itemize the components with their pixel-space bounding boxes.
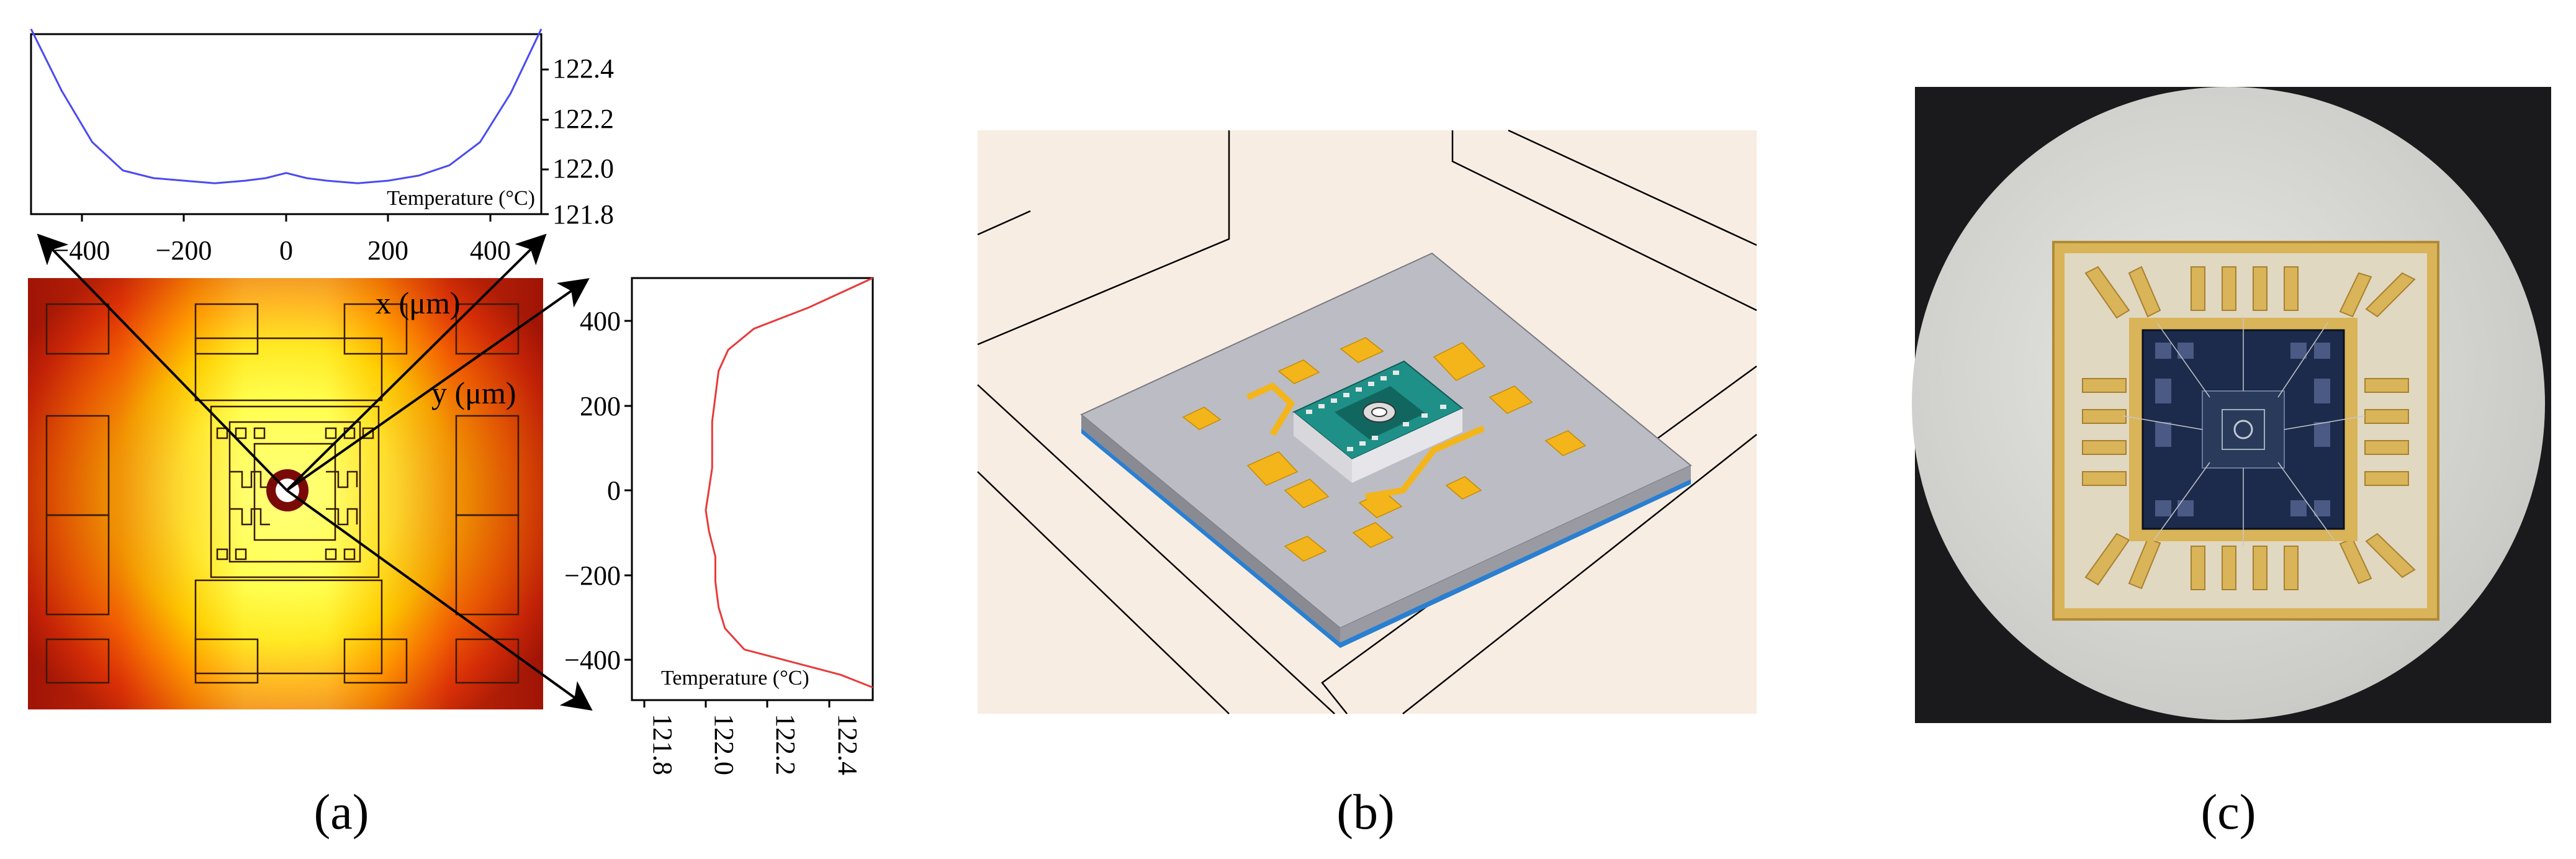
right-plot-frame — [631, 277, 874, 701]
top-plot-ylabel: Temperature (°C) — [387, 187, 535, 210]
right-plot-xtick: 122.0 — [709, 714, 739, 775]
gold-pads — [1182, 337, 1587, 562]
panel-a-label: (a) — [314, 785, 369, 840]
top-plot-ytick: 122.2 — [552, 104, 614, 134]
right-plot-xaxis: 121.8 122.0 122.2 122.4 — [643, 700, 863, 775]
top-plot-xtick: 200 — [367, 235, 408, 266]
map-y-label: y (μm) — [431, 376, 516, 410]
top-plot-xtick: −200 — [156, 235, 212, 266]
top-plot-xtick: 400 — [470, 235, 511, 266]
right-plot-xtick: 122.4 — [832, 714, 863, 775]
right-plot-curve — [705, 277, 873, 688]
right-plot-xtick: 122.2 — [770, 714, 801, 775]
sensor-die — [2122, 317, 2366, 546]
right-plot-ytick: 0 — [607, 475, 621, 506]
right-plot-xlabel: Temperature (°C) — [661, 667, 809, 690]
top-plot: Temperature (°C) 122.4 122.2 122.0 121.8… — [30, 29, 614, 266]
right-plot-ytick: 400 — [580, 306, 621, 336]
panel-b: (b) — [977, 129, 1757, 840]
heat-map: x (μm) y (μm) — [28, 233, 593, 711]
top-plot-yaxis: 122.4 122.2 122.0 121.8 — [541, 53, 614, 230]
map-arrows — [37, 233, 593, 711]
device-outline — [45, 303, 520, 684]
top-plot-xaxis: −400 −200 0 200 400 — [54, 214, 511, 266]
top-plot-xtick: 0 — [279, 235, 293, 266]
map-x-label: x (μm) — [376, 286, 461, 320]
panel-c: (c) — [1912, 87, 2551, 840]
right-plot: Temperature (°C) 400 200 0 −200 −400 — [564, 277, 874, 775]
top-plot-frame — [30, 33, 543, 215]
right-plot-ytick: 200 — [580, 391, 621, 421]
top-plot-curve — [30, 29, 543, 184]
right-plot-yaxis: 400 200 0 −200 −400 — [564, 306, 632, 675]
top-plot-ytick: 122.0 — [552, 153, 614, 184]
panel-b-label: (b) — [1336, 785, 1394, 840]
panel-a: Temperature (°C) 122.4 122.2 122.0 121.8… — [28, 29, 874, 840]
top-plot-ytick: 122.4 — [552, 53, 614, 84]
right-plot-ytick: −400 — [564, 645, 621, 675]
top-plot-ytick: 121.8 — [552, 199, 614, 230]
right-plot-ytick: −200 — [564, 560, 621, 591]
panel-c-label: (c) — [2201, 785, 2256, 840]
sensor-chip — [1292, 360, 1464, 483]
right-plot-xtick: 121.8 — [647, 714, 678, 775]
